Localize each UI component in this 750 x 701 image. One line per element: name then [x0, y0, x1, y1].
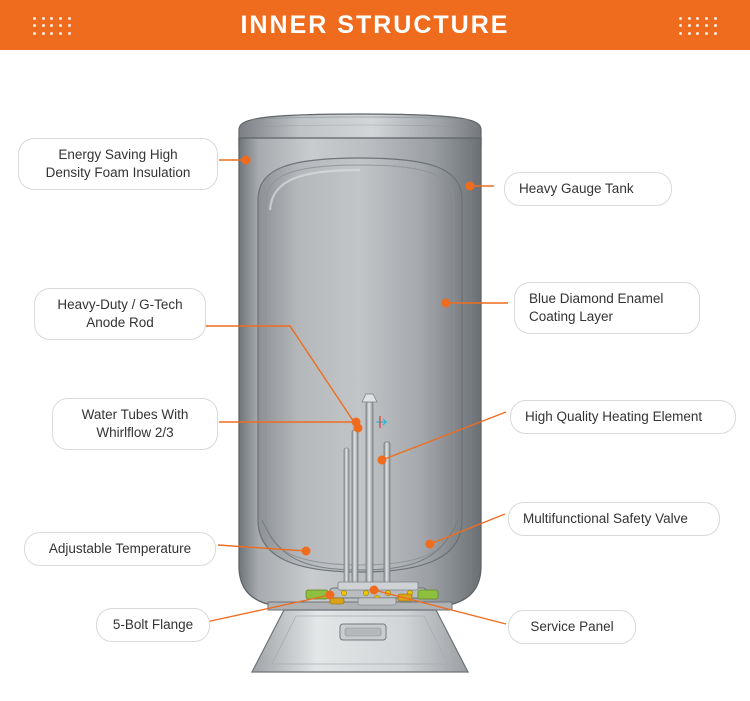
marker-heating-element — [377, 455, 387, 465]
marker-safety-valve — [425, 539, 435, 549]
marker-adjustable-temperature — [301, 546, 311, 556]
callout-five-bolt-flange[interactable]: 5-Bolt Flange — [96, 608, 210, 642]
water-heater-diagram: Energy Saving High Density Foam Insulati… — [0, 50, 750, 701]
callout-service-panel[interactable]: Service Panel — [508, 610, 636, 644]
page-header: INNER STRUCTURE — [0, 0, 750, 50]
marker-foam-insulation — [241, 155, 251, 165]
callout-heating-element[interactable]: High Quality Heating Element — [510, 400, 736, 434]
callout-foam-insulation[interactable]: Energy Saving High Density Foam Insulati… — [18, 138, 218, 190]
water-heater-illustration — [204, 113, 508, 673]
page-title: INNER STRUCTURE — [240, 11, 510, 39]
dot-grid-left-icon — [30, 15, 74, 37]
callout-heavy-gauge-tank[interactable]: Heavy Gauge Tank — [504, 172, 672, 206]
callout-water-tubes[interactable]: Water Tubes With Whirlflow 2/3 — [52, 398, 218, 450]
marker-heavy-gauge-tank — [465, 181, 475, 191]
marker-blue-diamond-enamel — [441, 298, 451, 308]
callout-safety-valve[interactable]: Multifunctional Safety Valve — [508, 502, 720, 536]
dot-grid-right-icon — [676, 15, 720, 37]
marker-five-bolt-flange — [325, 590, 335, 600]
callout-adjustable-temperature[interactable]: Adjustable Temperature — [24, 532, 216, 566]
callout-anode-rod[interactable]: Heavy-Duty / G-Tech Anode Rod — [34, 288, 206, 340]
marker-service-panel — [369, 585, 379, 595]
callout-blue-diamond-enamel[interactable]: Blue Diamond Enamel Coating Layer — [514, 282, 700, 334]
marker-water-tubes — [351, 417, 361, 427]
